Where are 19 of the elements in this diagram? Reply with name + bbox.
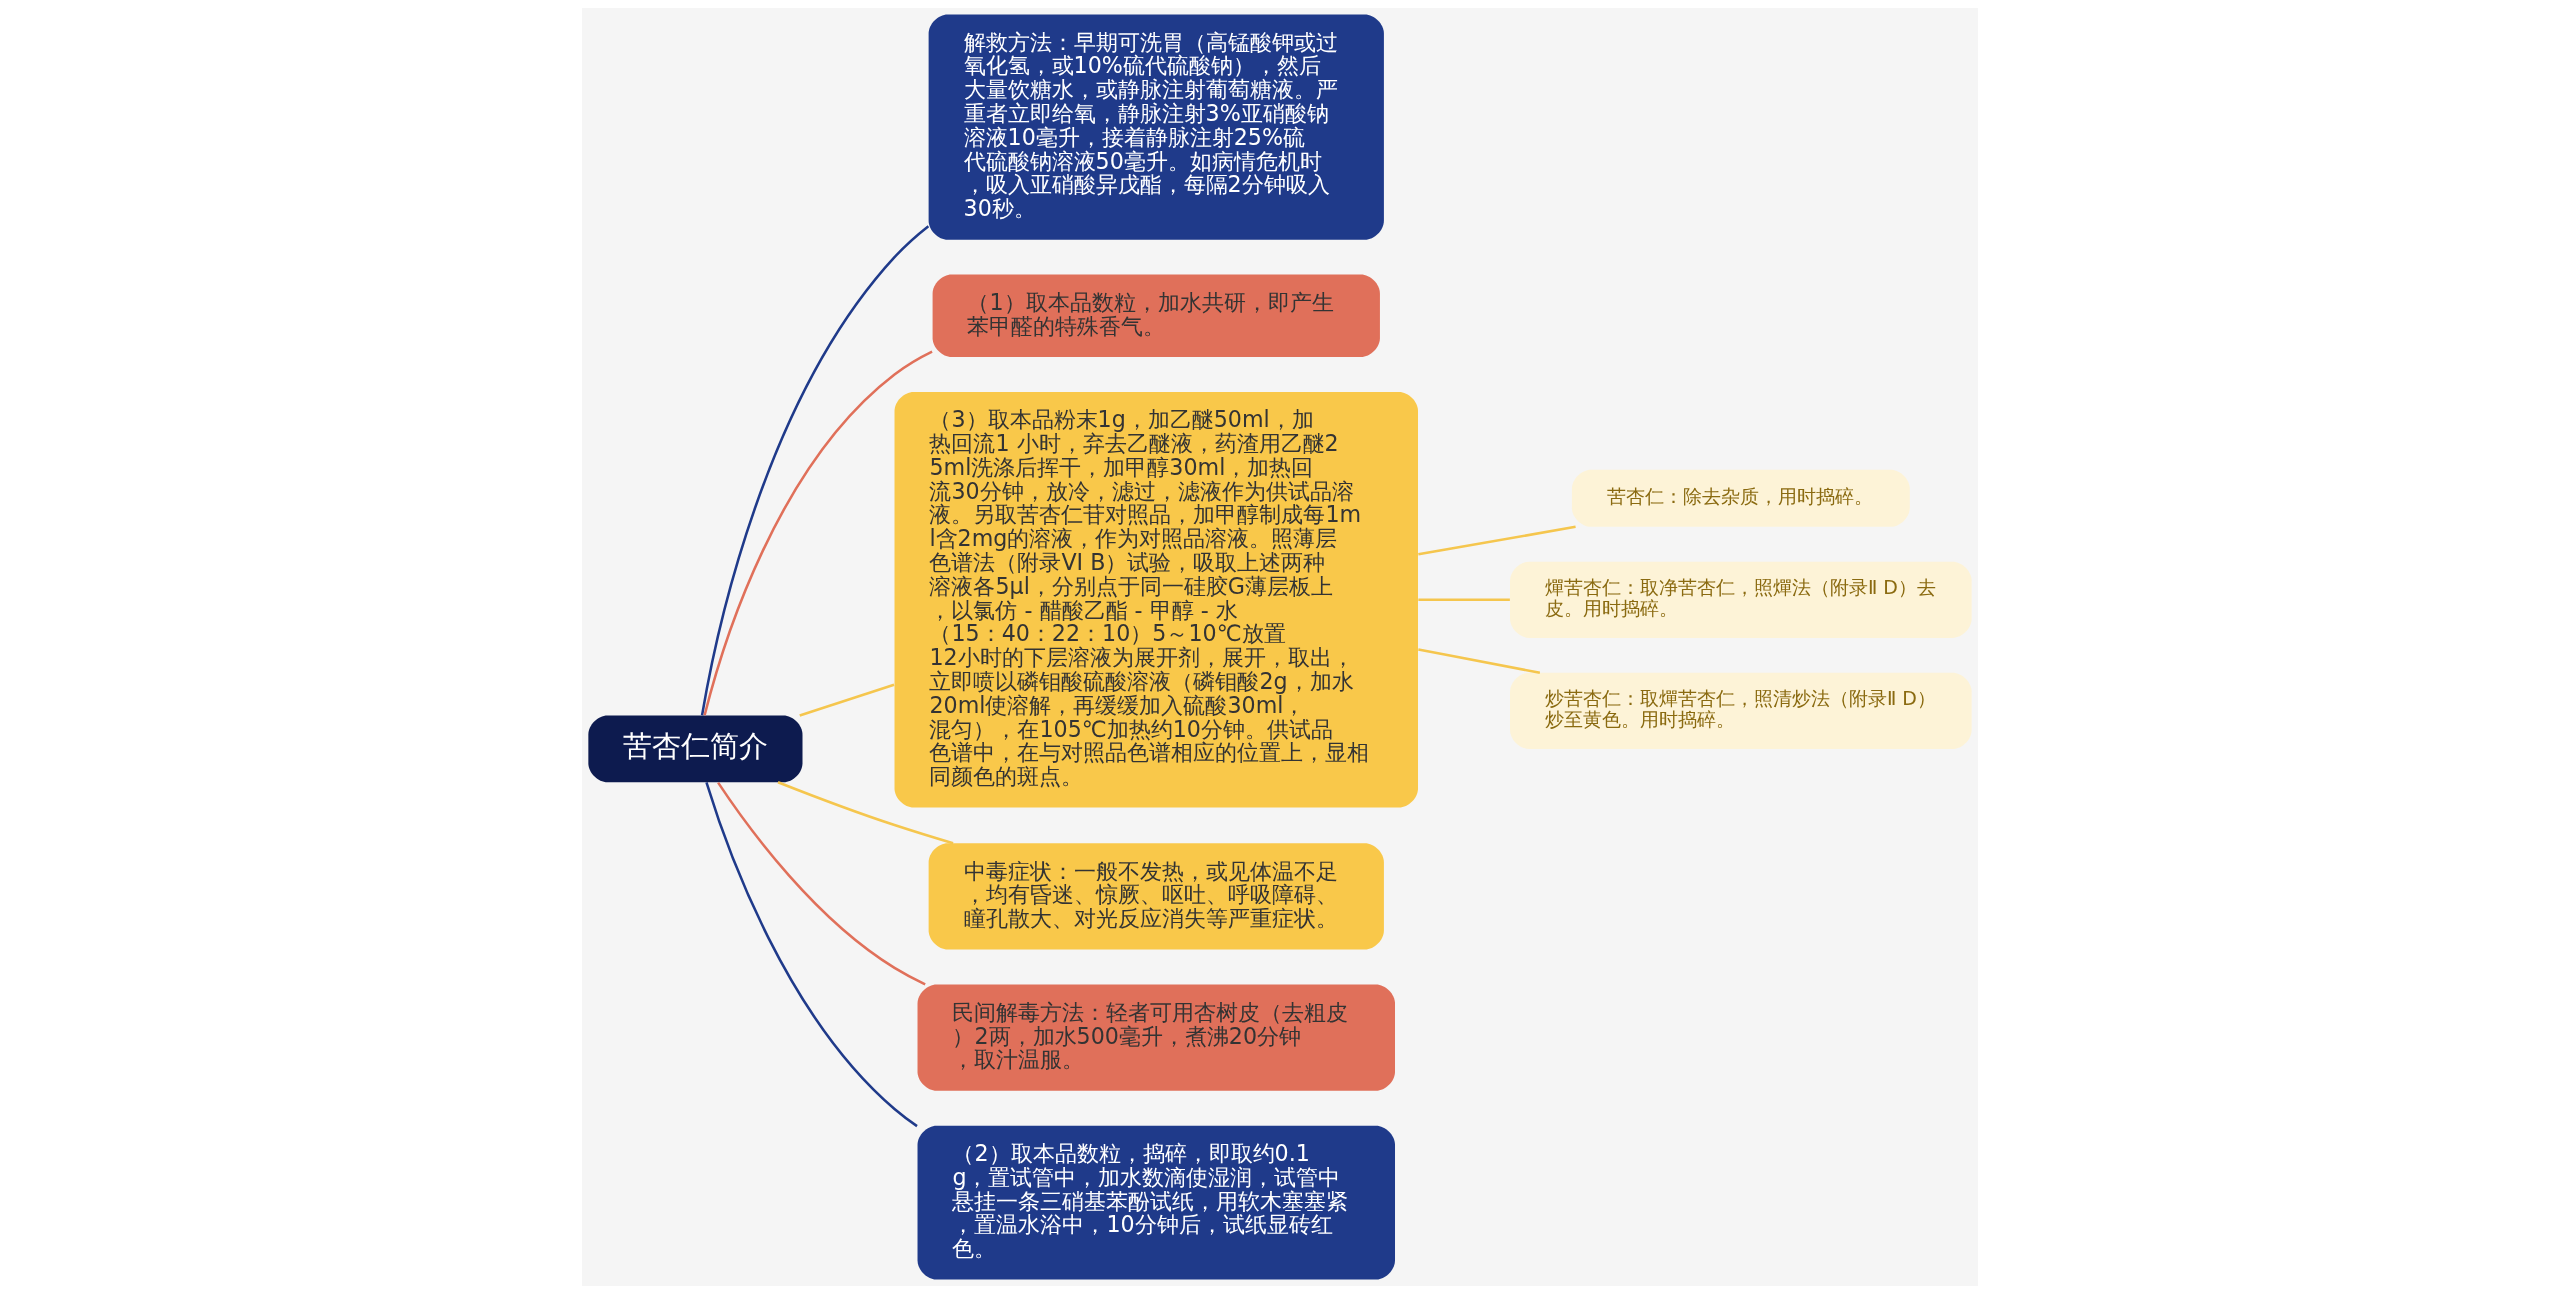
node-box: （2）取本品数粒，捣碎，即取约0.1g，置试管中，加水数滴使湿润，试管中悬挂一条三硝基苯酚试纸，用软木塞塞紧，置温水浴中，10分钟后，试纸显砖红色。 bbox=[917, 1125, 1395, 1280]
connector bbox=[1418, 525, 1576, 556]
node-box: 苦杏仁：除去杂质，用时捣碎。 bbox=[1571, 469, 1910, 527]
connector bbox=[1418, 598, 1510, 602]
node-box: 苦杏仁简介 bbox=[588, 715, 803, 783]
connector bbox=[717, 781, 926, 986]
connector bbox=[777, 781, 954, 845]
connector bbox=[700, 225, 930, 716]
connector bbox=[705, 782, 918, 1128]
connector bbox=[1418, 648, 1541, 674]
node-box: （1）取本品数粒，加水共研，即产生苯甲醛的特殊香气。 bbox=[932, 274, 1380, 358]
connector bbox=[799, 683, 895, 717]
connector bbox=[703, 350, 933, 716]
node-box: 民间解毒方法：轻者可用杏树皮（去粗皮）2两，加水500毫升，煮沸20分钟，取汁温服。 bbox=[917, 984, 1395, 1091]
node-box: 炒苦杏仁：取燀苦杏仁，照清炒法（附录Ⅱ D）炒至黄色。用时捣碎。 bbox=[1510, 672, 1972, 749]
node-box: （3）取本品粉末1g，加乙醚50ml，加热回流1 小时，弃去乙醚液，药渣用乙醚25ml洗涤后挥干，加甲醇30ml，加热回流30分钟，放冷，滤过，滤液作为供试品溶液。另取苦杏仁苷对照品，加甲醇制成每1ml含2mg的溶液，作为对照品溶液。照薄层色谱法（附录VI B）试验，吸取上述两种溶液各5μl，分别点于同一硅胶G薄层板上，以氯仿 - 醋酸乙酯 - 甲醇 - 水（15：40：22：10）5～10℃放置12小时的下层溶液为展开剂，展开，取出，立即喷以磷钼酸硫酸溶液（磷钼酸2g，加水20ml使溶解，再缓缓加入硫酸30ml，混匀），在105℃加热约10分钟。供试品色谱中，在与对照品色谱相应的位置上，显相同颜色的斑点。 bbox=[894, 392, 1418, 808]
node-box: 燀苦杏仁：取净苦杏仁，照燀法（附录Ⅱ D）去皮。用时捣碎。 bbox=[1510, 561, 1972, 638]
node-box: 解救方法：早期可洗胃（高锰酸钾或过氧化氢，或10%硫代硫酸钠），然后大量饮糖水，或静脉注射葡萄糖液。严重者立即给氧，静脉注射3%亚硝酸钠溶液10毫升，接着静脉注射25%硫代硫酸钠溶液50毫升。如病情危机时，吸入亚硝酸异戊酯，每隔2分钟吸入30秒。 bbox=[928, 14, 1384, 240]
node-box: 中毒症状：一般不发热，或见体温不足，均有昏迷、惊厥、呕吐、呼吸障碍、瞳孔散大、对光反应消失等严重症状。 bbox=[928, 843, 1384, 950]
